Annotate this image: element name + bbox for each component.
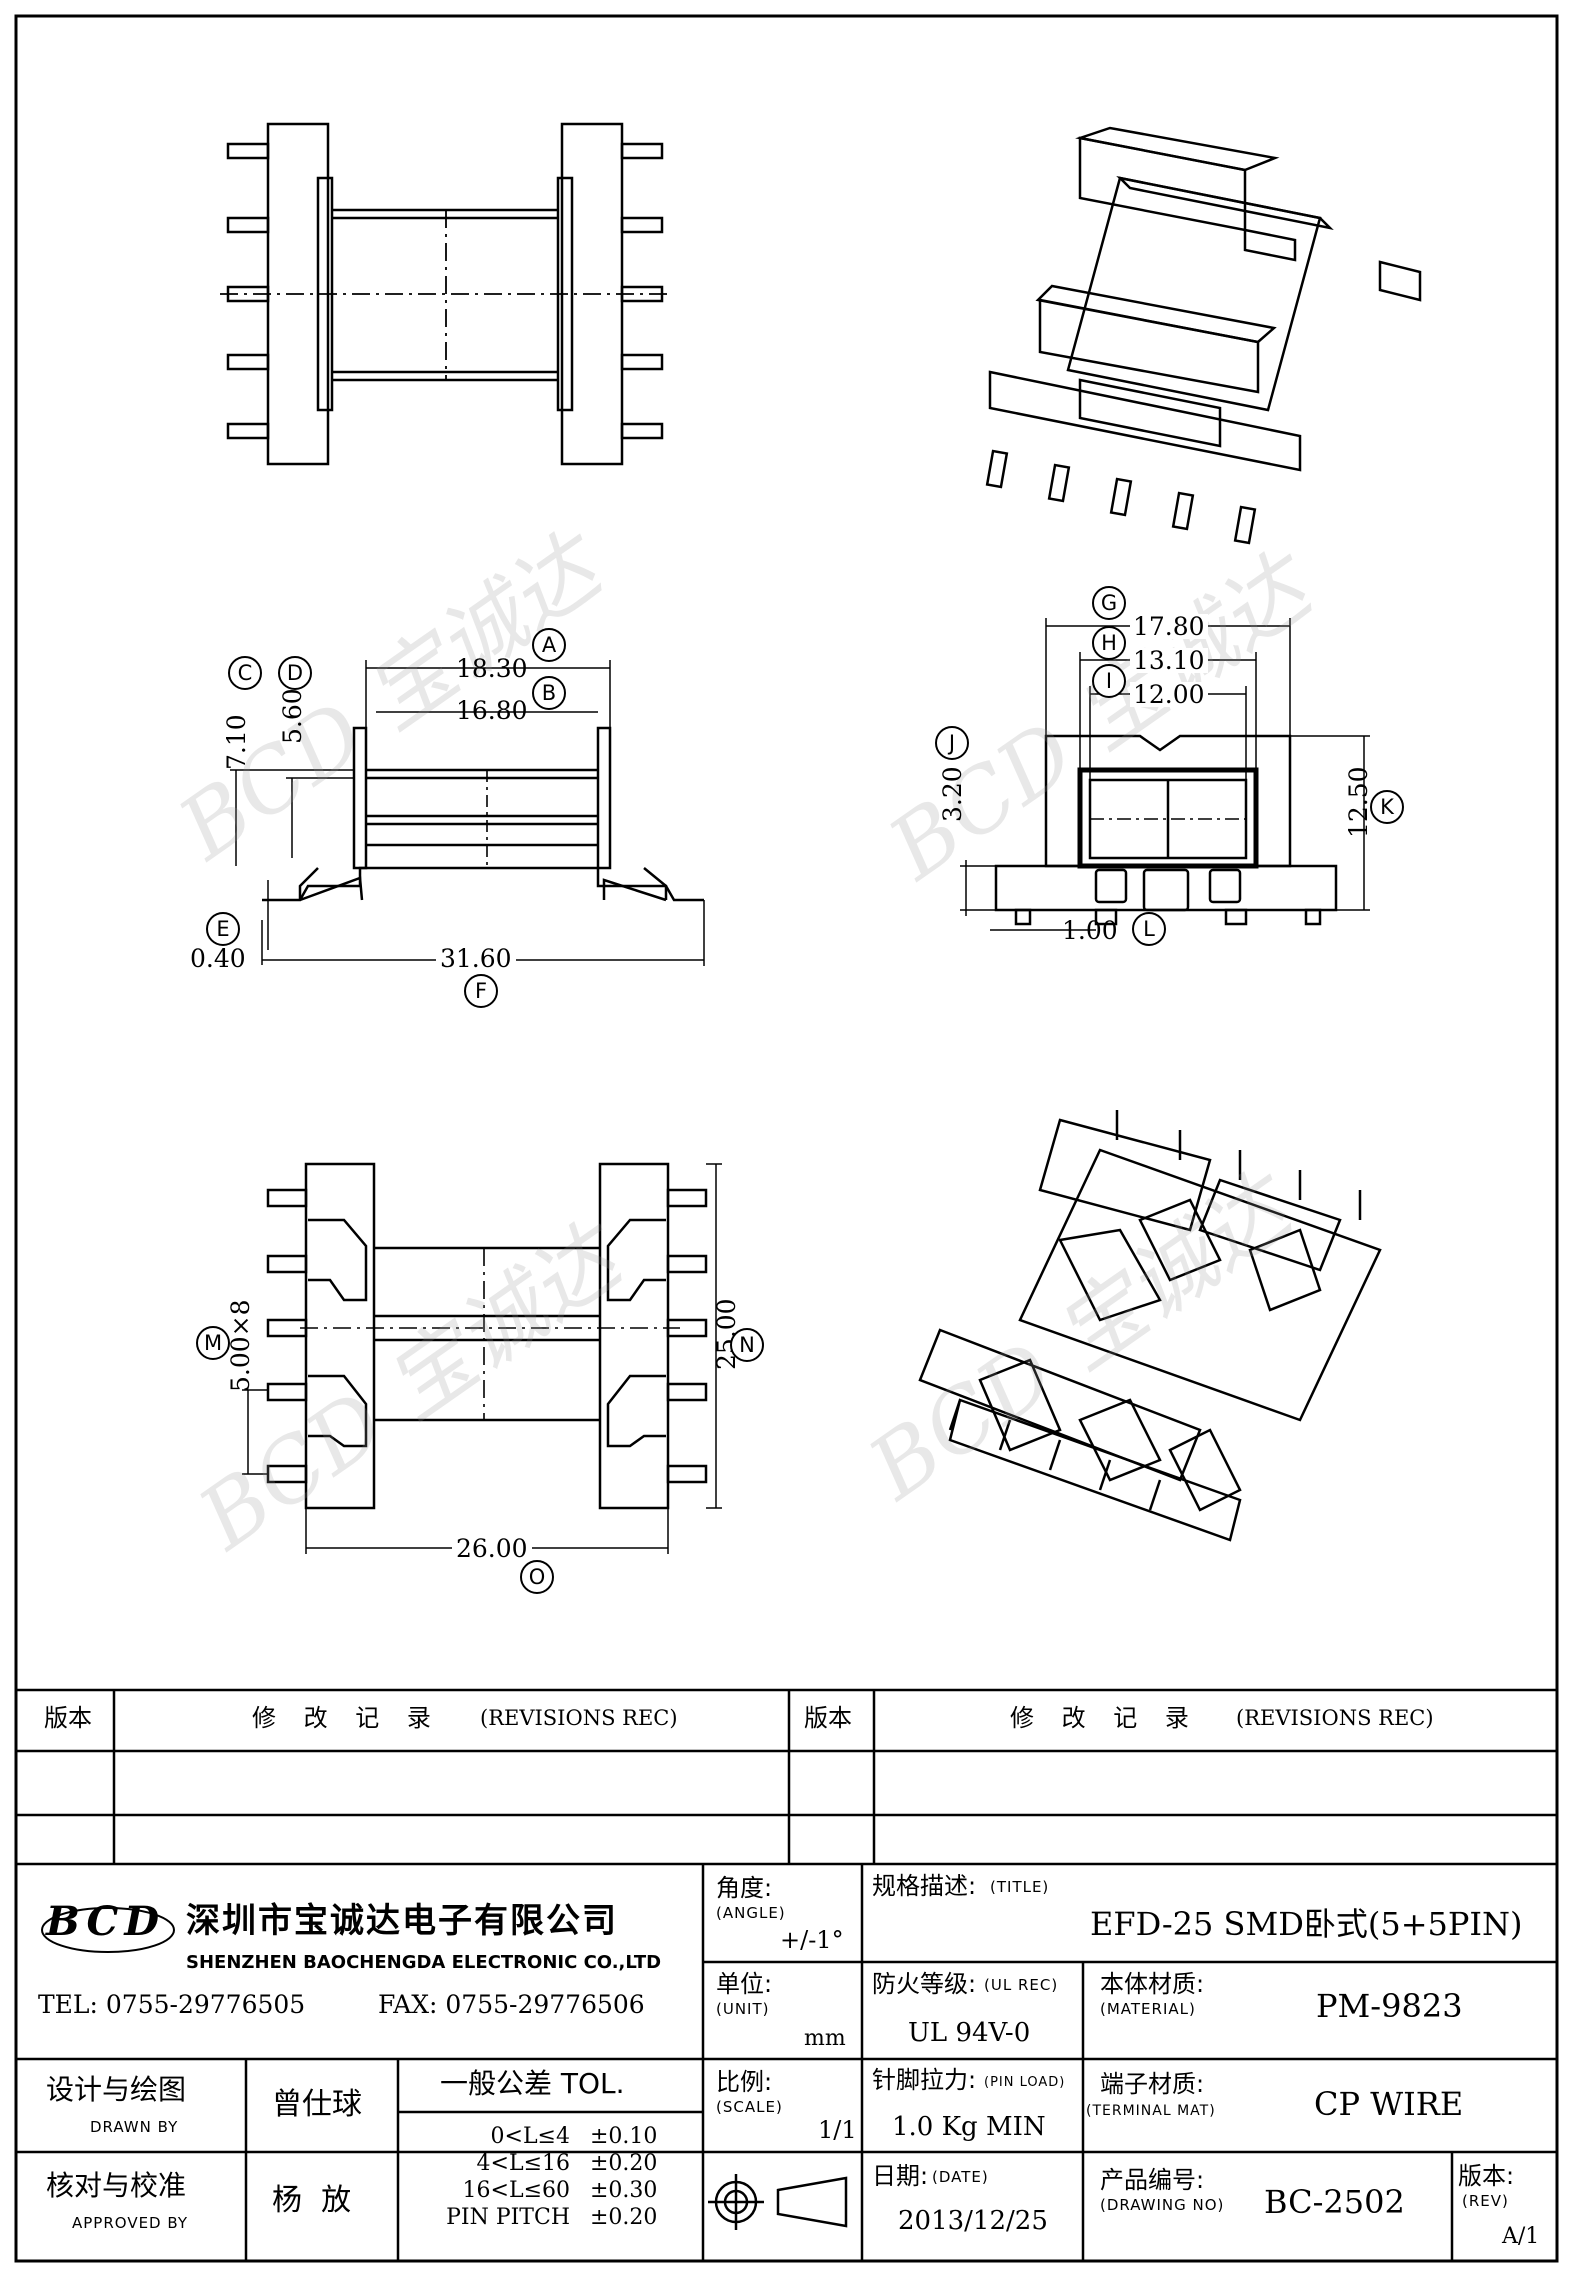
tolerance-row: PIN PITCH ±0.20 bbox=[446, 2205, 658, 2230]
iso-view-bottom bbox=[918, 1110, 1382, 1542]
dim-k-value: 12.50 bbox=[1344, 766, 1373, 838]
revision-record-header-en-2: (REVISIONS REC) bbox=[1236, 1706, 1434, 1730]
dim-o-marker: O bbox=[520, 1560, 554, 1594]
dim-g-marker: G bbox=[1092, 586, 1126, 620]
terminal-label-en: (TERMINAL MAT) bbox=[1086, 2103, 1216, 2119]
scale-label: 比例: bbox=[716, 2068, 773, 2096]
dim-d-marker: D bbox=[278, 656, 312, 690]
company-tel: TEL: 0755-29776505 bbox=[38, 1990, 306, 2019]
dim-n-marker: N bbox=[730, 1328, 764, 1362]
dim-f-marker: F bbox=[464, 974, 498, 1008]
drawn-label: 设计与绘图 bbox=[46, 2073, 187, 2106]
angle-label: 角度: bbox=[716, 1874, 773, 1902]
dim-j-value: 3.20 bbox=[938, 766, 967, 822]
title-label-en: (TITLE) bbox=[990, 1878, 1050, 1896]
date-label-en: (DATE) bbox=[932, 2168, 989, 2186]
company-name-en: SHENZHEN BAOCHENGDA ELECTRONIC CO.,LTD bbox=[186, 1952, 662, 1973]
dim-l-value: 1.00 bbox=[1062, 916, 1118, 945]
rev-label: 版本: bbox=[1458, 2162, 1515, 2190]
dim-a-value: 18.30 bbox=[456, 654, 528, 683]
tolerance-row: 0<L≤4 ±0.10 bbox=[490, 2124, 658, 2149]
unit-label: 单位: bbox=[716, 1970, 773, 1998]
ul-label: 防火等级: bbox=[872, 1970, 977, 1998]
pinload-value: 1.0 Kg MIN bbox=[892, 2112, 1046, 2142]
revision-record-header-en: (REVISIONS REC) bbox=[480, 1706, 678, 1730]
scale-value: 1/1 bbox=[818, 2116, 857, 2144]
dim-a-marker: A bbox=[532, 628, 566, 662]
dim-c-value: 7.10 bbox=[222, 714, 251, 770]
tolerance-row: 16<L≤60 ±0.30 bbox=[462, 2178, 658, 2203]
drawn-label-en: DRAWN BY bbox=[90, 2118, 179, 2136]
dim-d-value: 5.60 bbox=[278, 688, 307, 744]
angle-value: +/-1° bbox=[780, 1926, 844, 1954]
ul-label-en: (UL REC) bbox=[984, 1976, 1059, 1994]
approved-value: 杨 放 bbox=[272, 2183, 352, 2218]
dim-m-value: 5.00×8 bbox=[226, 1299, 255, 1392]
revision-record-header: 修 改 记 录 bbox=[252, 1704, 441, 1732]
dim-e-marker: E bbox=[206, 912, 240, 946]
unit-label-en: (UNIT) bbox=[716, 2000, 770, 2018]
terminal-value: CP WIRE bbox=[1314, 2085, 1464, 2123]
drawing-no-value: BC-2502 bbox=[1264, 2183, 1405, 2221]
date-value: 2013/12/25 bbox=[898, 2206, 1048, 2236]
approved-label-en: APPROVED BY bbox=[72, 2214, 189, 2232]
dim-e-value: 0.40 bbox=[190, 944, 246, 973]
dim-o-value: 26.00 bbox=[452, 1536, 532, 1561]
dim-i-marker: I bbox=[1092, 664, 1126, 698]
revision-version-header-2: 版本 bbox=[804, 1704, 852, 1732]
revision-version-header: 版本 bbox=[44, 1704, 92, 1732]
approved-label: 核对与校准 bbox=[46, 2169, 187, 2202]
revision-record-header-2: 修 改 记 录 bbox=[1010, 1704, 1199, 1732]
company-name-cn: 深圳市宝诚达电子有限公司 bbox=[186, 1901, 618, 1941]
dim-h-value: 13.10 bbox=[1130, 648, 1208, 673]
title-value: EFD-25 SMD卧式(5+5PIN) bbox=[1090, 1905, 1523, 1943]
material-label-en: (MATERIAL) bbox=[1100, 2000, 1196, 2018]
drawing-no-label: 产品编号: bbox=[1100, 2166, 1205, 2194]
front-view bbox=[960, 618, 1370, 931]
dim-f-value: 31.60 bbox=[436, 946, 516, 971]
projection-symbol-icon bbox=[708, 2174, 848, 2230]
dim-b-value: 16.80 bbox=[456, 696, 528, 725]
angle-label-en: (ANGLE) bbox=[716, 1904, 786, 1922]
title-label: 规格描述: bbox=[872, 1872, 977, 1900]
dim-b-marker: B bbox=[532, 676, 566, 710]
unit-value: mm bbox=[804, 2026, 846, 2051]
pinload-label: 针脚拉力: bbox=[872, 2066, 977, 2094]
table-lines bbox=[16, 1688, 1557, 2261]
company-fax: FAX: 0755-29776506 bbox=[378, 1990, 645, 2019]
rev-value: A/1 bbox=[1502, 2224, 1540, 2249]
dim-i-value: 12.00 bbox=[1130, 682, 1208, 707]
drawing-no-label-en: (DRAWING NO) bbox=[1100, 2196, 1225, 2214]
dim-k-marker: K bbox=[1370, 790, 1404, 824]
dim-l-marker: L bbox=[1132, 912, 1166, 946]
drawn-value: 曾仕球 bbox=[272, 2087, 362, 2122]
tolerance-title: 一般公差 TOL. bbox=[440, 2067, 625, 2100]
tolerance-row: 4<L≤16 ±0.20 bbox=[476, 2151, 658, 2176]
pinload-label-en: (PIN LOAD) bbox=[984, 2075, 1066, 2090]
dim-m-marker: M bbox=[196, 1326, 230, 1360]
material-value: PM-9823 bbox=[1316, 1987, 1463, 2025]
tolerance-table: 0<L≤4 ±0.10 4<L≤16 ±0.20 16<L≤60 ±0.30 P… bbox=[410, 2124, 700, 2232]
top-view bbox=[220, 122, 670, 466]
dim-g-value: 17.80 bbox=[1130, 614, 1208, 639]
company-logo: BCD bbox=[38, 1896, 178, 1958]
material-label: 本体材质: bbox=[1100, 1970, 1205, 1998]
dim-c-marker: C bbox=[228, 656, 262, 690]
dim-h-marker: H bbox=[1092, 626, 1126, 660]
bottom-view bbox=[242, 1162, 722, 1554]
sheet-border bbox=[14, 14, 1559, 2263]
dim-j-marker: J bbox=[935, 726, 969, 760]
terminal-label: 端子材质: bbox=[1100, 2070, 1205, 2098]
ul-value: UL 94V-0 bbox=[908, 2018, 1031, 2048]
iso-view-top bbox=[985, 126, 1422, 545]
date-label: 日期: bbox=[872, 2162, 929, 2190]
rev-label-en: (REV) bbox=[1462, 2192, 1509, 2210]
scale-label-en: (SCALE) bbox=[716, 2098, 783, 2116]
